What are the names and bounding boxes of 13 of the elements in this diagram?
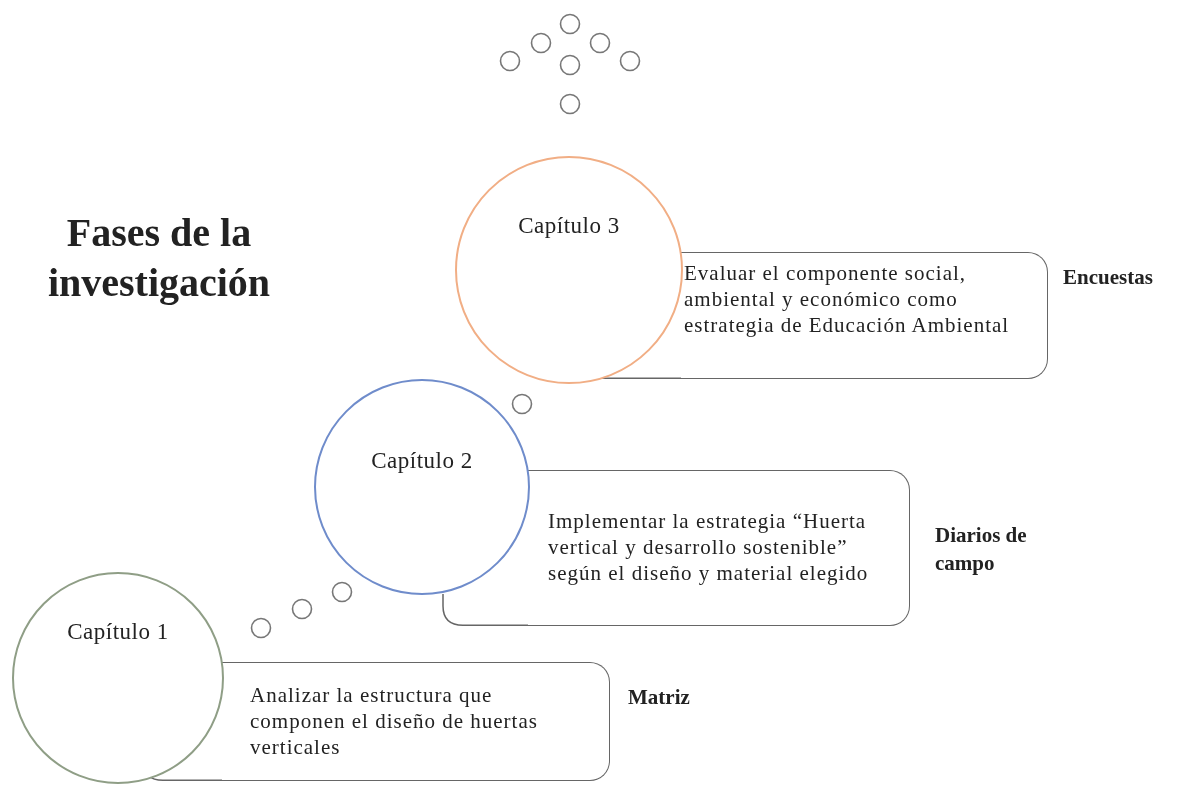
callout-box (681, 252, 1048, 379)
instrument-label: Matriz (628, 684, 691, 711)
phase-description: Evaluar el componente social, ambiental y económico como estrategia de Educación Ambiental (684, 260, 1011, 338)
chapter-label: Capítulo 1 (66, 618, 170, 646)
chapter-label: Capítulo 3 (517, 212, 621, 240)
diagram-title: Fases de la investigación (46, 209, 272, 307)
phase-description: Implementar la estrategia “Huerta vertical y desarrollo sostenible” según el diseño y material elegido (548, 508, 870, 586)
instrument-label: Encuestas (1063, 264, 1154, 291)
callout-box (528, 470, 910, 626)
instrument-label: Diarios de campo (935, 522, 1028, 577)
phase-description: Analizar la estructura que componen el diseño de huertas verticales (250, 682, 539, 760)
chapter-label: Capítulo 2 (370, 447, 474, 475)
callout-box (222, 662, 610, 781)
